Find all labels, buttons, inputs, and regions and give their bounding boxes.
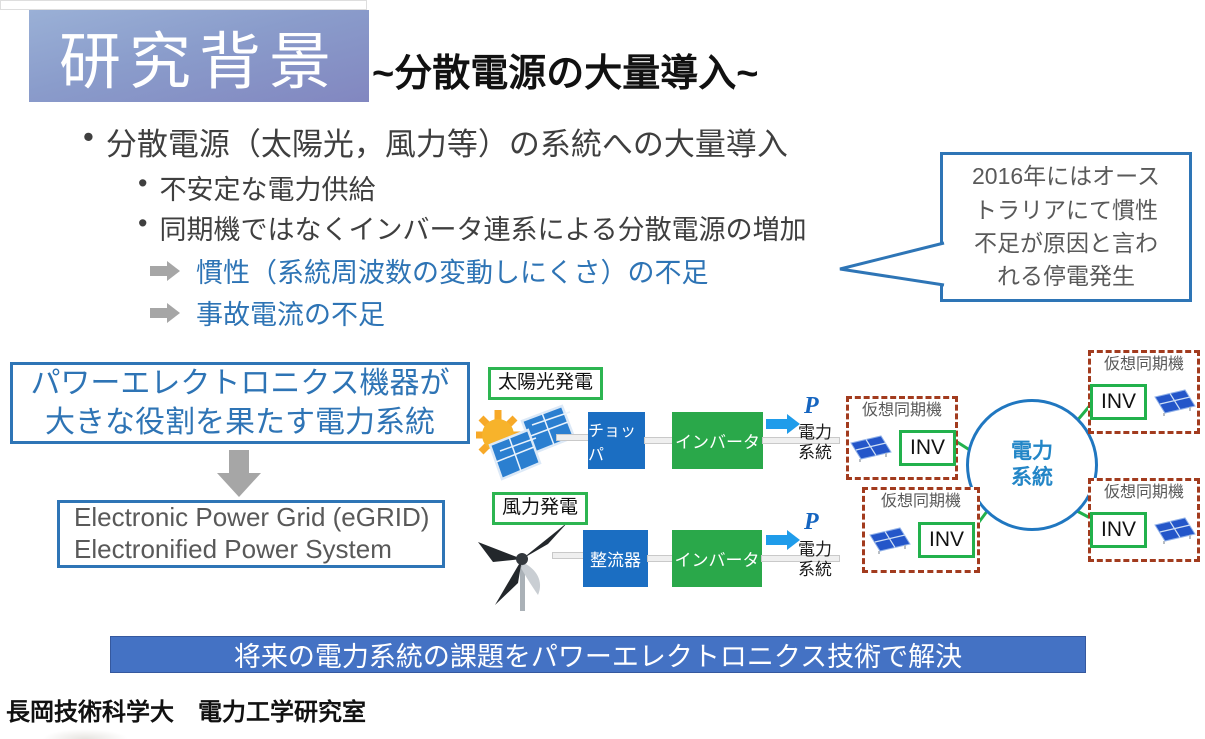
inv-box: INV [918,522,976,558]
solar-source-label: 太陽光発電 [488,367,604,400]
callout-line: 2016年にはオース [971,163,1161,190]
power-symbol: P [804,509,819,535]
bullet-level2-1: • 不安定な電力供給 [138,168,375,207]
inverter-box: インバータ [672,530,762,587]
egrid-box: Electronic Power Grid (eGRID) Electronif… [57,500,445,568]
wind-source-label: 風力発電 [492,492,589,525]
right-arrow-icon [150,302,180,323]
callout-australia-blackout: 2016年にはオース トラリアにて慣性 不足が原因と言わ れる停電発生 [940,152,1192,302]
inv-box: INV [1090,384,1148,420]
chopper-box: チョッパ [588,412,645,469]
callout-line: トラリアにて慣性 [974,196,1158,223]
egrid-line1: Electronic Power Grid (eGRID) [74,502,430,533]
down-arrow-icon [217,450,261,497]
power-flow-arrow-icon [766,414,800,434]
top-border-artifact [0,0,367,10]
connector-line [762,437,840,444]
faint-artifact [42,729,128,739]
vsm-label: 仮想同期機 [861,402,942,419]
consequence-fault-current-text: 事故電流の不足 [196,300,385,330]
consequence-inertia-text: 慣性（系統周波数の変動しにくさ）の不足 [196,258,709,288]
callout-line: れる停電発生 [997,263,1135,290]
wind-turbine-icon [478,522,568,611]
vsm-label: 仮想同期機 [880,493,961,510]
right-arrow-icon [150,260,180,281]
solar-panel-icon [1154,389,1196,416]
consequence-inertia: 慣性（系統周波数の変動しにくさ）の不足 [150,251,708,290]
conclusion-banner: 将来の電力系統の課題をパワーエレクトロニクス技術で解決 [110,636,1086,673]
solar-panel-icon [476,404,584,481]
connector-line [556,434,592,441]
vsm-box-top-right: 仮想同期機 INV [1088,350,1200,434]
vsm-label: 仮想同期機 [1103,356,1184,373]
consequence-fault-current: 事故電流の不足 [150,293,385,332]
bullet-glyph: • [83,119,94,154]
page-subtitle: ~分散電源の大量導入~ [372,53,759,95]
power-symbol: P [804,393,819,419]
inv-box: INV [1090,512,1148,548]
inverter-box: インバータ [672,412,763,469]
bullet-glyph: • [138,168,148,198]
callout-line: 不足が原因と言わ [974,230,1158,256]
grid-label: 電力 系統 [798,423,832,463]
inv-box: INV [899,430,957,466]
bullet-level2-2: • 同期機ではなくインバータ連系による分散電源の増加 [138,208,807,247]
power-flow-arrow-icon [766,530,800,550]
egrid-line2: Electronified Power System [74,534,392,564]
power-grid-circle: 電力 系統 [966,399,1098,531]
power-electronics-line2: 大きな役割を果たす電力系統 [45,406,435,439]
vsm-label: 仮想同期機 [1103,484,1184,501]
solar-panel-icon [1154,517,1196,544]
page-title: 研究背景 [58,28,339,97]
title-banner: 研究背景 [29,10,369,102]
bullet-level2-2-text: 同期機ではなくインバータ連系による分散電源の増加 [159,215,807,245]
power-electronics-line1: パワーエレクトロニクス機器が [30,367,450,400]
lab-credit: 長岡技術科学大 電力工学研究室 [6,699,366,726]
speech-bubble-tail [839,241,945,287]
solar-panel-icon [850,435,892,462]
bullet-level1: • 分散電源（太陽光，風力等）の系統への大量導入 [83,119,788,164]
vsm-box-bottom-right: 仮想同期機 INV [1088,478,1200,562]
vsm-box-left: 仮想同期機 INV [846,396,958,480]
bullet-glyph: • [138,208,148,238]
bullet-level1-text: 分散電源（太陽光，風力等）の系統への大量導入 [105,127,788,162]
grid-label: 電力 系統 [798,540,832,580]
solar-panel-icon [869,527,911,554]
connector-line [761,555,840,562]
vsm-box-bottom-left: 仮想同期機 INV [862,487,980,573]
bullet-level2-1-text: 不安定な電力供給 [159,175,376,205]
power-electronics-box: パワーエレクトロニクス機器が 大きな役割を果たす電力系統 [10,362,470,444]
rectifier-box: 整流器 [583,530,648,587]
